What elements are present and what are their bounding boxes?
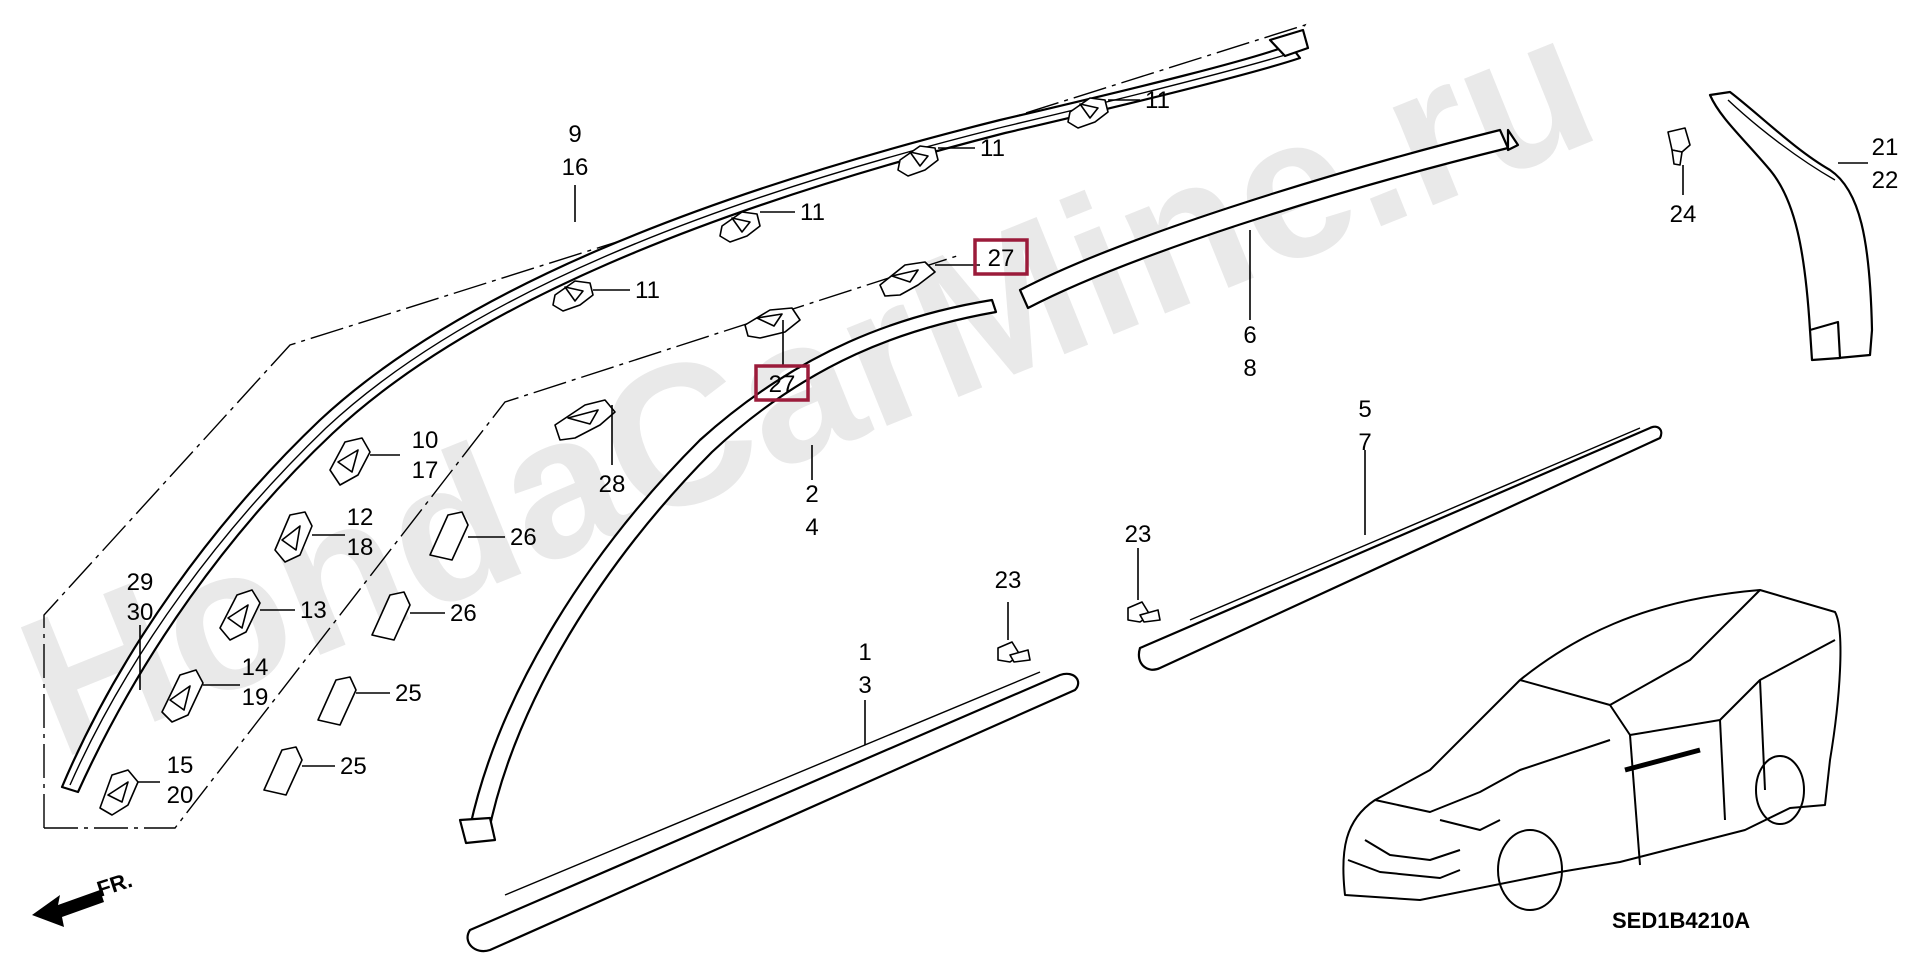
clip-27-a[interactable] — [879, 261, 936, 297]
svg-text:27: 27 — [988, 245, 1015, 272]
callout-24: 24 — [1670, 201, 1697, 228]
svg-text:3: 3 — [858, 672, 871, 699]
callout-25-a: 25 — [395, 680, 422, 707]
callout-27-a: 27 — [973, 238, 1029, 276]
callout-26-a: 26 — [510, 524, 537, 551]
svg-text:4: 4 — [805, 514, 818, 541]
callout-5-7: 5 7 — [1358, 396, 1371, 456]
svg-text:2: 2 — [805, 481, 818, 508]
svg-text:5: 5 — [1358, 396, 1371, 423]
rear-door-molding-part[interactable] — [1018, 128, 1520, 310]
arrow-left-icon — [32, 890, 104, 927]
svg-text:16: 16 — [562, 154, 589, 181]
svg-text:15: 15 — [167, 752, 194, 779]
svg-text:12: 12 — [347, 504, 374, 531]
svg-text:8: 8 — [1243, 355, 1256, 382]
diagram-code: SED1B4210A — [1612, 908, 1750, 933]
clip-13[interactable] — [219, 589, 261, 641]
clip-25-b[interactable] — [263, 746, 303, 796]
callout-15-20: 15 20 — [167, 752, 194, 809]
callout-12-18: 12 18 — [347, 504, 374, 561]
clip-26-b[interactable] — [371, 591, 411, 641]
svg-text:18: 18 — [347, 534, 374, 561]
callout-9-16: 9 16 — [562, 121, 589, 181]
clip-11-d[interactable] — [552, 280, 594, 312]
direction-label: FR. — [94, 867, 135, 902]
callout-10-17: 10 17 — [412, 427, 439, 484]
leader-lines — [138, 99, 1868, 783]
callout-23-b: 23 — [995, 567, 1022, 594]
svg-text:29: 29 — [127, 569, 154, 596]
clip-12-18[interactable] — [274, 511, 313, 563]
screw-23-a[interactable] — [1127, 601, 1161, 623]
rear-pillar-garnish-part[interactable] — [1708, 90, 1874, 362]
svg-text:1: 1 — [858, 639, 871, 666]
callout-13: 13 — [300, 597, 327, 624]
front-sill-molding-part[interactable] — [466, 671, 1080, 953]
callout-1-3: 1 3 — [858, 639, 871, 699]
callout-27-b: 27 — [754, 364, 810, 402]
callout-11-a: 11 — [1145, 87, 1170, 114]
roof-molding-part[interactable] — [60, 28, 1310, 794]
svg-text:21: 21 — [1872, 134, 1899, 161]
callout-6-8: 6 8 — [1243, 322, 1256, 382]
clip-15-20[interactable] — [99, 769, 139, 816]
svg-text:27: 27 — [769, 371, 796, 398]
door-sash-molding-part[interactable] — [458, 298, 998, 845]
svg-text:19: 19 — [242, 684, 269, 711]
clip-14-19[interactable] — [161, 669, 204, 723]
clip-28[interactable] — [554, 399, 616, 441]
svg-text:14: 14 — [242, 654, 269, 681]
clip-11-a[interactable] — [1067, 97, 1109, 129]
svg-text:17: 17 — [412, 457, 439, 484]
screw-23-b[interactable] — [997, 641, 1031, 663]
svg-text:9: 9 — [568, 121, 581, 148]
station-wagon-icon — [1342, 589, 1842, 911]
callout-2-4: 2 4 — [805, 481, 818, 541]
clip-11-b[interactable] — [897, 145, 939, 177]
rear-sill-molding-part[interactable] — [1137, 425, 1663, 671]
clip-10-17[interactable] — [329, 437, 371, 486]
callout-29-30: 29 30 — [127, 569, 154, 626]
clip-11-c[interactable] — [719, 211, 761, 243]
clip-26-a[interactable] — [429, 511, 469, 561]
callout-25-b: 25 — [340, 753, 367, 780]
callout-26-b: 26 — [450, 600, 477, 627]
clip-27-b[interactable] — [744, 307, 801, 339]
callout-23-a: 23 — [1125, 521, 1152, 548]
direction-indicator: FR. — [32, 867, 135, 927]
callout-28: 28 — [599, 471, 626, 498]
clip-24[interactable] — [1667, 127, 1691, 166]
svg-text:20: 20 — [167, 782, 194, 809]
clip-25-a[interactable] — [317, 676, 357, 726]
svg-text:7: 7 — [1358, 429, 1371, 456]
callout-11-c: 11 — [800, 199, 825, 226]
svg-text:30: 30 — [127, 599, 154, 626]
callout-11-b: 11 — [980, 135, 1005, 162]
callout-21-22: 21 22 — [1872, 134, 1899, 194]
callout-11-d: 11 — [635, 277, 660, 304]
callout-14-19: 14 19 — [242, 654, 269, 711]
svg-text:22: 22 — [1872, 167, 1899, 194]
svg-text:6: 6 — [1243, 322, 1256, 349]
svg-text:10: 10 — [412, 427, 439, 454]
